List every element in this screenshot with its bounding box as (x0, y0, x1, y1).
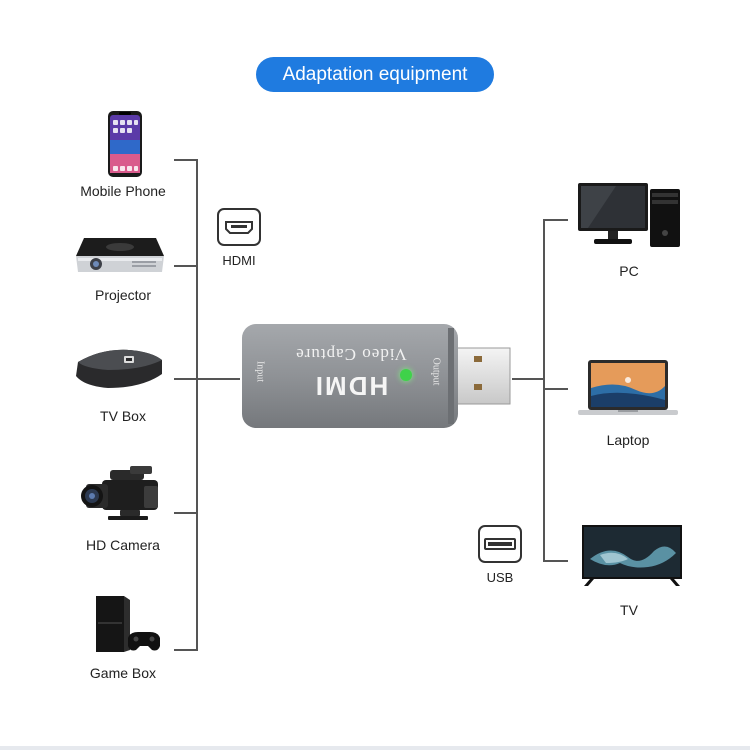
device-label-laptop: Laptop (606, 432, 650, 448)
phone-icon (108, 111, 142, 177)
desktop-pc-icon (578, 183, 680, 247)
right-bracket-vertical (543, 219, 545, 562)
camera-icon (81, 466, 158, 520)
left-bracket-vertical (196, 159, 198, 651)
right-branch-tv (543, 560, 568, 562)
device-label-tv: TV (620, 602, 638, 618)
projector-icon (76, 238, 164, 272)
hdmi-port-icon (225, 221, 253, 234)
bottom-edge-bar (0, 746, 750, 750)
device-label-camera: HD Camera (86, 537, 160, 553)
dongle-product-text: Video Capture (295, 345, 407, 364)
usb-port-label: USB (486, 570, 514, 585)
dongle-to-right-line (512, 378, 545, 380)
device-label-projector: Projector (94, 287, 152, 303)
right-branch-laptop (543, 388, 568, 390)
left-branch-tvbox (174, 378, 198, 380)
left-branch-gamebox (174, 649, 198, 651)
dongle-output-label: Output (430, 357, 442, 386)
dongle-input-label: Input (254, 360, 266, 383)
tv-icon (582, 525, 682, 586)
device-label-phone: Mobile Phone (80, 183, 166, 199)
usb-port-icon (484, 538, 516, 550)
left-branch-projector (174, 265, 198, 267)
left-to-dongle-line (198, 378, 240, 380)
hdmi-port-label: HDMI (222, 253, 256, 268)
device-label-tvbox: TV Box (100, 408, 146, 424)
usb-port-box (478, 525, 522, 563)
hdmi-port-box (217, 208, 261, 246)
dongle-led-indicator (400, 369, 412, 381)
device-label-gamebox: Game Box (89, 665, 157, 681)
laptop-icon (578, 360, 678, 415)
tv-box-icon (76, 349, 162, 388)
device-label-pc: PC (619, 263, 639, 279)
left-branch-camera (174, 512, 198, 514)
page-title: Adaptation equipment (256, 57, 494, 92)
right-branch-pc (543, 219, 568, 221)
game-console-icon (96, 596, 160, 652)
video-capture-dongle: Input Output Video Capture HDMI (238, 322, 514, 430)
left-branch-phone (174, 159, 198, 161)
